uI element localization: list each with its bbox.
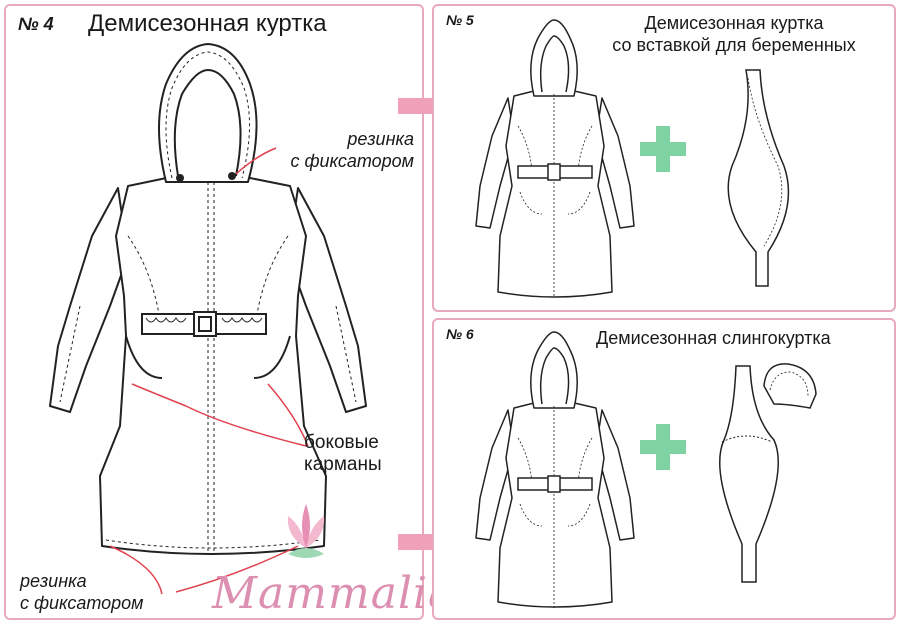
plus-icon — [640, 424, 686, 470]
jacket-with-insert-drawing — [475, 19, 790, 298]
sling-jacket-drawing — [475, 331, 817, 608]
right-pocket — [253, 335, 291, 379]
note-elastic-hood: резинка с фиксатором — [290, 129, 414, 171]
brand-logo: Mammalia — [212, 568, 456, 619]
lotus-logo-icon — [287, 504, 325, 558]
panel-title: Демисезонная куртка со вставкой для бере… — [612, 13, 856, 55]
left-sleeve — [49, 187, 129, 413]
panel-jacket-5: № 5 Демисезонная куртка со вставкой для … — [432, 4, 896, 312]
sling-insert — [719, 365, 779, 583]
jacket-front-drawing — [49, 43, 367, 595]
baby-hood — [763, 363, 817, 409]
panel-jacket-4: № 4 Демисезонная куртка — [4, 4, 424, 620]
panel-number: № 4 — [18, 14, 54, 34]
jacket-body — [99, 175, 327, 555]
panel-number: № 5 — [446, 12, 474, 28]
maternity-insert — [727, 69, 790, 287]
plus-icon — [640, 126, 686, 172]
panel-title: Демисезонная куртка — [88, 10, 327, 37]
note-elastic-hem: резинка с фиксатором — [20, 571, 144, 613]
panel-jacket-6: № 6 Демисезонная слингокуртка — [432, 318, 896, 620]
note-side-pockets: боковые карманы — [304, 432, 382, 475]
panel-number: № 6 — [446, 326, 474, 342]
belt — [141, 311, 267, 337]
left-pocket — [125, 335, 163, 379]
hood-stopper-right — [228, 172, 236, 180]
panel-title: Демисезонная слингокуртка — [596, 328, 831, 348]
hood-stopper-left — [176, 174, 184, 182]
leader-lines — [109, 147, 309, 595]
